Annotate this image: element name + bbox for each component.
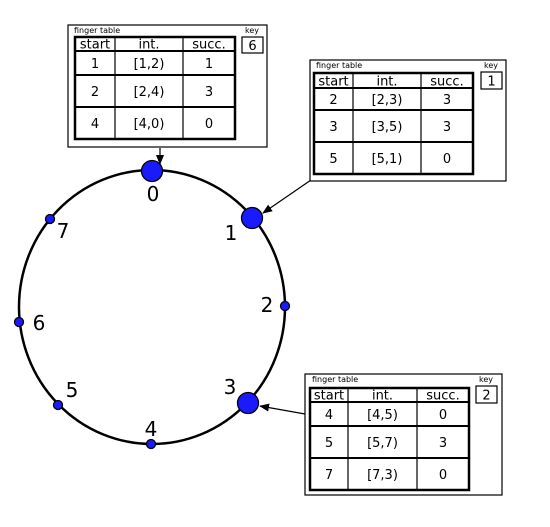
table-cell: 0	[439, 468, 447, 483]
table-cell: 5	[329, 152, 337, 167]
ring-nodes: 0 1 2 3 4 5 6 7	[13, 159, 291, 450]
column-header: int.	[138, 38, 159, 53]
key-label: key	[245, 26, 259, 35]
finger-table-caption: finger table	[316, 61, 362, 70]
table-cell: [2,4)	[134, 85, 165, 100]
table-cell: [4,0)	[134, 117, 165, 132]
table-cell: 4	[91, 117, 99, 132]
table-cell: 0	[443, 152, 451, 167]
finger-table-node-3: finger table key 2 start int. succ. 4 [4,5) 0…	[304, 373, 503, 496]
table-cell: 2	[329, 93, 337, 108]
key-label: key	[479, 375, 493, 384]
table-cell: 3	[443, 120, 451, 135]
table-cell: 1	[205, 57, 213, 72]
key-value: 1	[487, 75, 495, 90]
table-cell: [5,7)	[367, 436, 398, 451]
table-cell: 0	[205, 117, 213, 132]
finger-table-node-0: finger table key 6 start int. succ. 1 [1,2) 1…	[67, 24, 268, 148]
ring-node-1	[240, 206, 264, 230]
finger-table-grid	[308, 386, 471, 492]
column-header: int.	[372, 389, 393, 404]
column-header: succ.	[192, 38, 225, 53]
column-header: succ.	[430, 75, 463, 90]
table-cell: 0	[439, 408, 447, 423]
column-header: succ.	[426, 389, 459, 404]
table-cell: [2,3)	[372, 93, 403, 108]
key-value: 2	[482, 389, 490, 404]
finger-table-grid	[73, 35, 237, 141]
table-cell: 5	[325, 436, 333, 451]
table-cell: 4	[325, 408, 333, 423]
table-cell: [4,5)	[367, 408, 398, 423]
ring-node-label-5: 5	[66, 378, 79, 402]
finger-table-grid	[312, 71, 475, 176]
ring-node-label-0: 0	[147, 182, 160, 206]
table-cell: 1	[91, 57, 99, 72]
key-value: 6	[248, 39, 256, 54]
ring-node-3	[236, 391, 260, 415]
column-header: start	[318, 75, 348, 90]
key-label: key	[484, 61, 498, 70]
table-cell: [3,5)	[372, 120, 403, 135]
column-header: int.	[376, 75, 397, 90]
finger-table-caption: finger table	[312, 375, 358, 384]
table-cell: 3	[439, 436, 447, 451]
arrow-table-3	[259, 403, 306, 415]
table-cell: [7,3)	[367, 468, 398, 483]
ring-node-label-3: 3	[224, 375, 237, 399]
table-cell: [1,2)	[134, 57, 165, 72]
column-header: start	[314, 389, 344, 404]
ring-node-label-6: 6	[33, 311, 46, 335]
table-cell: 3	[205, 85, 213, 100]
table-cell: 2	[91, 85, 99, 100]
ring-node-7	[44, 213, 56, 225]
finger-table-node-1: finger table key 1 start int. succ. 2 [2,3) 3…	[309, 59, 507, 182]
column-header: start	[80, 38, 110, 53]
ring-node-4	[145, 438, 157, 450]
ring-node-2	[279, 300, 291, 312]
ring-node-label-2: 2	[261, 293, 274, 317]
ring-node-5	[52, 399, 64, 411]
table-cell: 7	[325, 468, 333, 483]
ring-node-label-1: 1	[225, 221, 238, 245]
table-cell: [5,1)	[372, 152, 403, 167]
ring-node-6	[13, 316, 25, 328]
table-cell: 3	[329, 120, 337, 135]
ring-node-label-7: 7	[57, 219, 70, 243]
arrow-table-1	[262, 179, 312, 214]
finger-table-caption: finger table	[74, 26, 120, 35]
ring-node-0	[140, 159, 164, 183]
table-cell: 3	[443, 93, 451, 108]
ring-node-label-4: 4	[145, 417, 158, 441]
